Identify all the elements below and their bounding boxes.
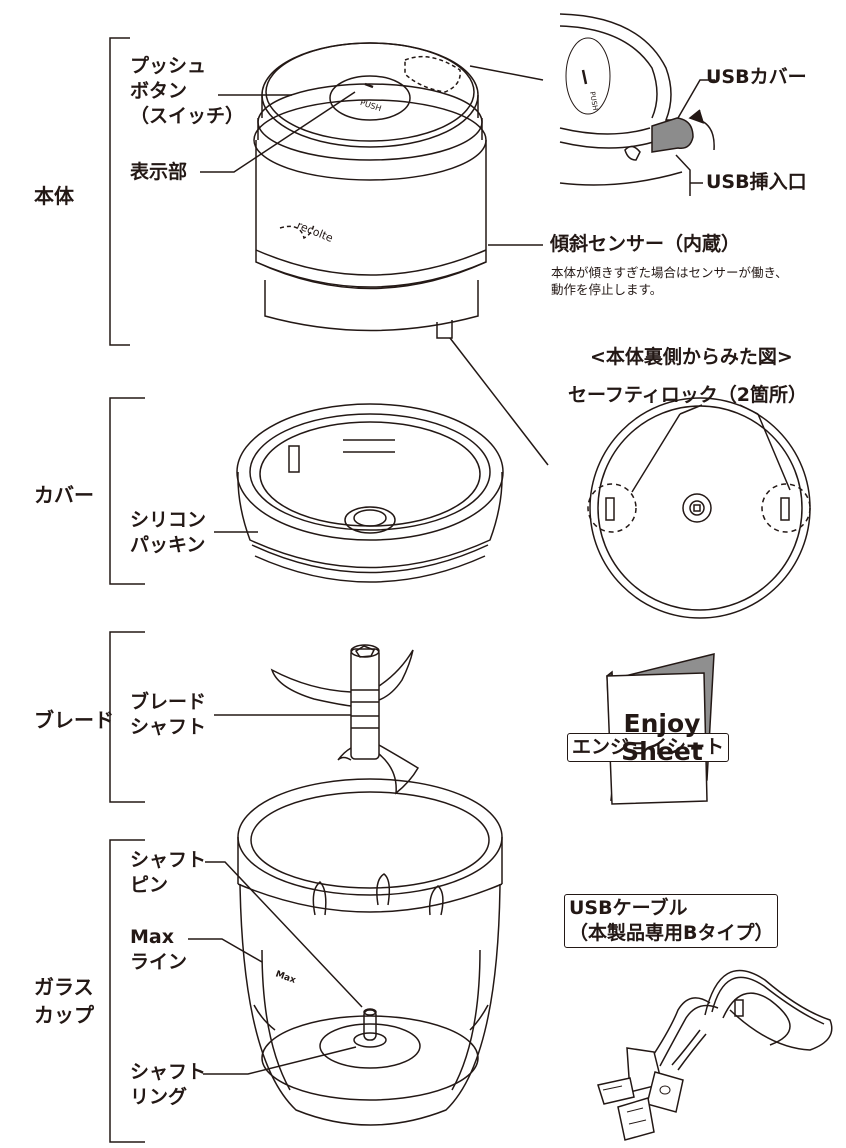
shaft-pin-label: シャフト ピン xyxy=(130,849,207,896)
cover-bracket xyxy=(109,397,145,585)
brand-mark: recolte xyxy=(295,219,335,245)
tilt-sensor-label: 傾斜センサー（内蔵） xyxy=(550,233,741,255)
usb-cable-label: USBケーブル （本製品専用Bタイプ） xyxy=(564,894,779,948)
shaft-ring-leader xyxy=(203,1046,357,1075)
back-view-leader xyxy=(449,337,549,466)
cover-drawing xyxy=(236,403,504,583)
usb-cover-label: USBカバー xyxy=(706,66,807,88)
display-leader xyxy=(200,91,356,173)
push-button-label: プッシュ ボタン （スイッチ） xyxy=(130,55,245,127)
section-glass-cup: ガラス カップ xyxy=(34,975,94,1027)
section-cover: カバー xyxy=(34,483,94,507)
usb-cable-drawing xyxy=(597,969,833,1141)
enjoy-sheet-cover-text: Enjoy Sheet xyxy=(621,709,703,766)
usb-inset-drawing xyxy=(559,13,715,196)
back-view-title: <本体裏側からみた図> xyxy=(590,346,793,368)
enjoy-sheet-label: エンジョイシート xyxy=(567,733,730,762)
main-body-drawing xyxy=(253,42,487,339)
section-main-body: 本体 xyxy=(34,184,74,208)
usb-port-label: USB挿入口 xyxy=(706,171,807,193)
glass-cup-bracket xyxy=(109,839,145,1143)
max-line-label: Max ライン xyxy=(130,926,188,973)
blade-shaft-label: ブレード シャフト xyxy=(130,691,207,738)
blade-bracket xyxy=(109,631,145,803)
tilt-sensor-note: 本体が傾きすぎた場合はセンサーが働き、 動作を停止します。 xyxy=(551,265,788,297)
max-mark: Max xyxy=(274,969,297,986)
main-body-bracket xyxy=(109,37,130,346)
display-label: 表示部 xyxy=(130,161,188,183)
shaft-pin-leader xyxy=(205,861,363,1008)
shaft-ring-label: シャフト リング xyxy=(130,1061,207,1108)
back-view-drawing xyxy=(587,397,811,619)
blade-drawing xyxy=(270,644,420,795)
silicone-packing-label: シリコン パッキン xyxy=(130,509,207,556)
glass-cup-drawing xyxy=(237,778,503,1126)
max-line-leader xyxy=(188,938,263,963)
safety-lock-label: セーフティロック（2箇所） xyxy=(568,384,807,406)
section-blade: ブレード xyxy=(34,708,114,732)
inset-push-mark: PUSH xyxy=(588,91,599,111)
usb-inset-leader xyxy=(469,65,544,81)
